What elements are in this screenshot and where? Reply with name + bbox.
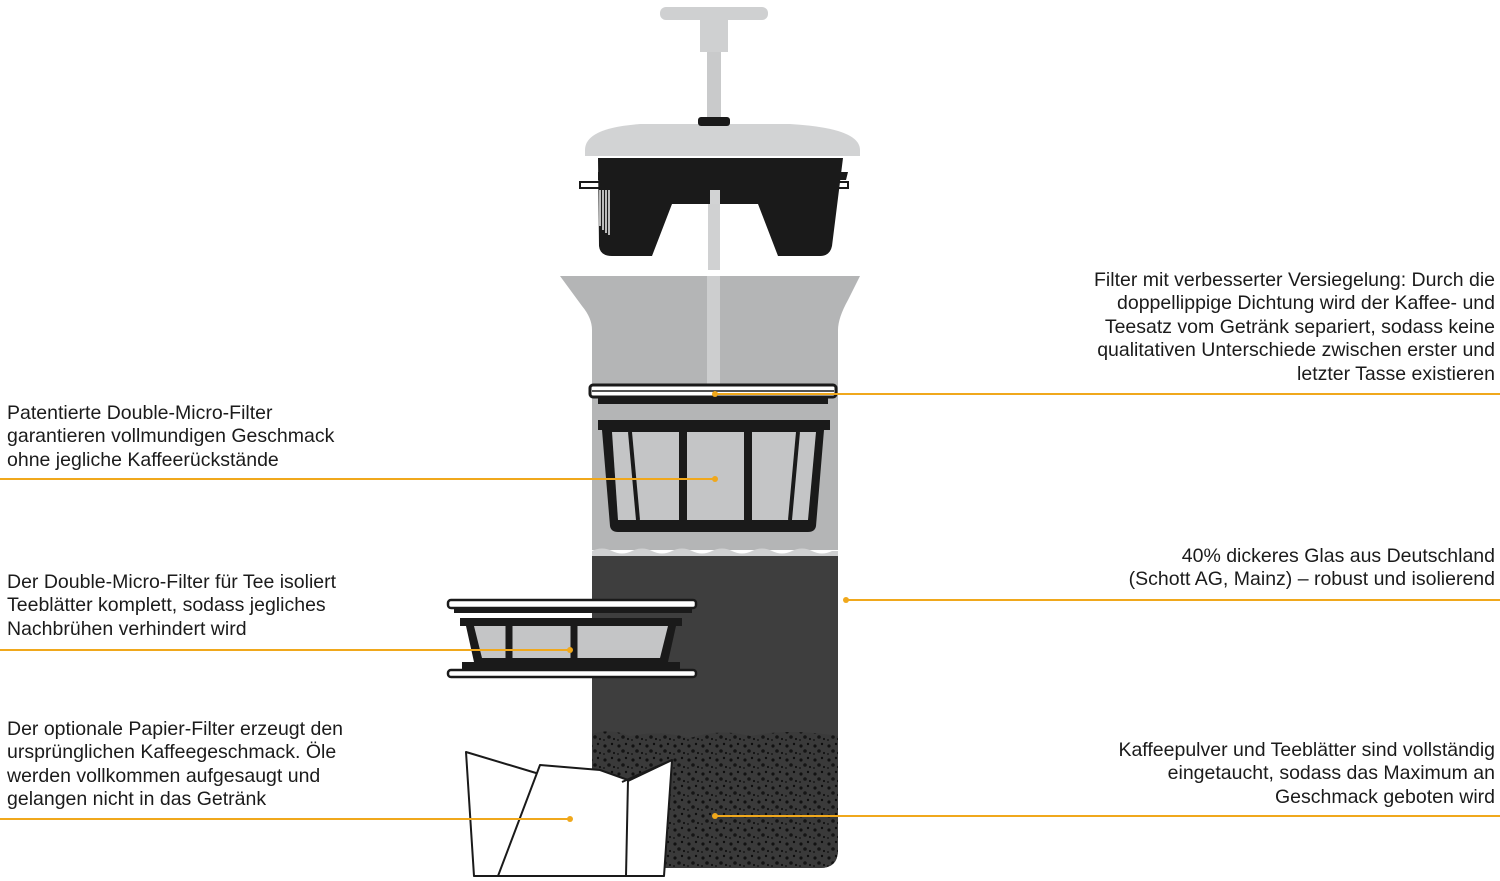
plunger-assembly bbox=[579, 7, 860, 270]
leader-dots bbox=[567, 391, 849, 822]
callout-line: werden vollkommen aufgesaugt und bbox=[7, 764, 321, 787]
callout-line: letzter Tasse existieren bbox=[1297, 362, 1495, 385]
lid-dome bbox=[585, 124, 860, 156]
callout-line: doppellippige Dichtung wird der Kaffee- … bbox=[1117, 292, 1495, 315]
plunger-rod-upper bbox=[707, 52, 721, 118]
callout-line: ursprünglichen Kaffeegeschmack. Öle bbox=[7, 741, 337, 764]
callout-double-micro-filter: Patentierte Double-Micro-Filter garantie… bbox=[7, 402, 334, 472]
paper-filter bbox=[465, 751, 673, 877]
callout-paper-filter: Der optionale Papier-Filter erzeugt den … bbox=[7, 718, 343, 812]
callout-line: gelangen nicht in das Getränk bbox=[7, 788, 267, 811]
plunger-knob bbox=[660, 7, 768, 20]
callout-line: Teeblätter komplett, sodass jegliches bbox=[7, 594, 326, 617]
lid-knob-base bbox=[698, 117, 730, 126]
lid-ribs bbox=[599, 190, 610, 235]
main-filter bbox=[588, 383, 838, 532]
callout-line: Patentierte Double-Micro-Filter bbox=[7, 402, 273, 424]
callout-line: Der Double-Micro-Filter für Tee isoliert bbox=[7, 571, 337, 593]
callout-line: Geschmack geboten wird bbox=[1274, 785, 1495, 808]
callout-line: Nachbrühen verhindert wird bbox=[7, 617, 247, 640]
callout-line: garantieren vollmundigen Geschmack bbox=[7, 425, 335, 448]
callout-tea-filter: Der Double-Micro-Filter für Tee isoliert… bbox=[7, 571, 336, 641]
callout-line: ohne jegliche Kaffeerückstände bbox=[7, 448, 279, 471]
callout-line: Kaffeepulver und Teeblätter sind vollstä… bbox=[1118, 739, 1495, 761]
callout-line: Filter mit verbesserter Versiegelung: Du… bbox=[1094, 269, 1495, 291]
liquid-surface bbox=[592, 548, 838, 556]
callout-glass: 40% dickeres Glas aus Deutschland (Schot… bbox=[1129, 545, 1495, 592]
callout-line: Der optionale Papier-Filter erzeugt den bbox=[7, 718, 344, 740]
plunger-rod-middle bbox=[708, 204, 720, 270]
callout-line: eingetaucht, sodass das Maximum an bbox=[1167, 762, 1495, 785]
leader-lines bbox=[0, 393, 1500, 820]
carafe-rod-lower bbox=[707, 276, 720, 386]
tea-filter bbox=[446, 598, 698, 679]
lid-insert bbox=[579, 158, 849, 256]
callout-line: Teesatz vom Getränk separiert, sodass ke… bbox=[1104, 315, 1495, 338]
callout-line: 40% dickeres Glas aus Deutschland bbox=[1181, 545, 1495, 567]
callout-immersion: Kaffeepulver und Teeblätter sind vollstä… bbox=[1118, 739, 1495, 809]
callout-line: qualitativen Unterschiede zwischen erste… bbox=[1097, 339, 1495, 362]
callout-line: (Schott AG, Mainz) – robust und isoliere… bbox=[1128, 568, 1495, 591]
plunger-knob-neck bbox=[700, 18, 728, 52]
callout-seal: Filter mit verbesserter Versiegelung: Du… bbox=[1094, 269, 1495, 386]
